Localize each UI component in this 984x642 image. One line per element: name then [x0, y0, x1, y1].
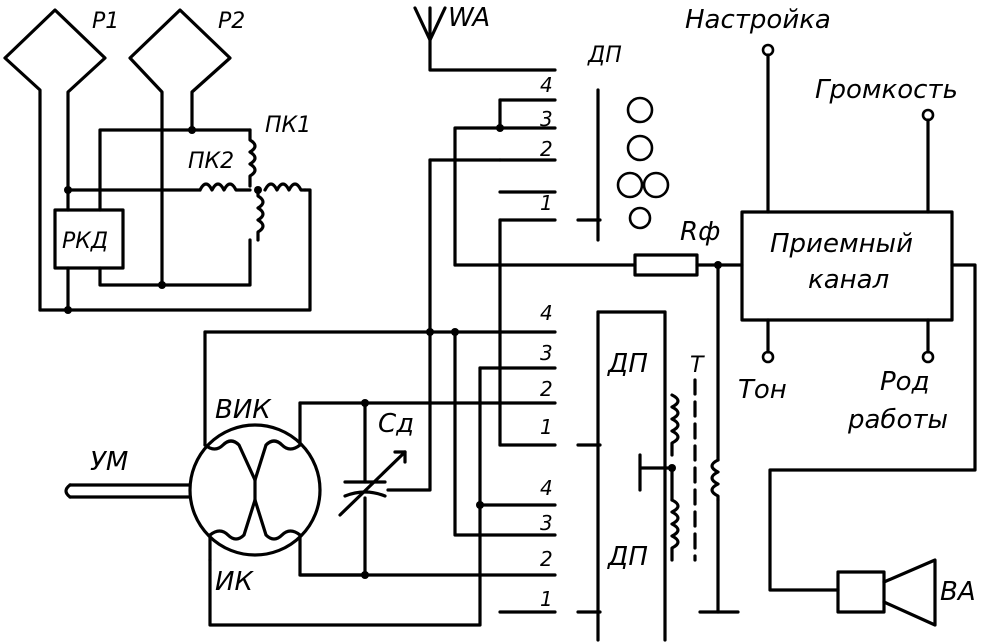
- capacitor-cd: [338, 401, 407, 577]
- transformer-t: [638, 378, 720, 562]
- switch-group-1: [428, 88, 637, 267]
- contact-g1-2: 2: [540, 137, 553, 161]
- contact-g1-1: 1: [540, 191, 553, 215]
- cd-label: Cд: [378, 409, 414, 439]
- rf-label: Rф: [680, 217, 720, 247]
- coil-pk1: [248, 128, 257, 188]
- t-label: T: [690, 353, 705, 378]
- cam-symbol: [616, 96, 670, 230]
- volume-terminal: [921, 108, 935, 122]
- dp-mid-label: ДП: [607, 349, 648, 379]
- ba-label: ВА: [940, 577, 976, 607]
- mode-label-2: работы: [847, 405, 948, 435]
- ik-label: ИК: [215, 567, 254, 597]
- antenna-wa: [413, 6, 557, 72]
- contact-g3-3: 3: [540, 511, 553, 535]
- tone-label: Тон: [738, 375, 787, 405]
- contact-g3-2: 2: [540, 547, 553, 571]
- tone-terminal: [761, 350, 775, 364]
- switch-group-2: [203, 158, 602, 537]
- contact-g2-4: 4: [540, 301, 553, 325]
- p2-label: P2: [218, 9, 245, 34]
- speaker-ba: [836, 558, 937, 627]
- loop-antenna-p1: [3, 8, 107, 312]
- resistor-rf: [633, 253, 744, 277]
- wa-label: WA: [448, 3, 490, 33]
- dp-top-label: ДП: [587, 43, 622, 68]
- mode-terminal: [921, 350, 935, 364]
- loop-antenna-p2: [128, 8, 232, 287]
- contact-g2-1: 1: [540, 415, 553, 439]
- contact-g1-3: 3: [540, 107, 553, 131]
- p1-label: P1: [92, 9, 119, 34]
- receiving-channel-label-1: Приемный: [770, 229, 913, 259]
- rkd-block: [53, 208, 125, 270]
- shaft-um: [64, 483, 192, 499]
- dp-switch-frame: [596, 310, 667, 642]
- receiving-channel-label-2: канал: [808, 265, 889, 295]
- contact-g3-1: 1: [540, 587, 553, 611]
- rkd-label: РКД: [62, 229, 108, 254]
- pk2-label: ПК2: [188, 149, 234, 174]
- contact-g3-4: 4: [540, 476, 553, 500]
- vik-label: ВИК: [215, 395, 272, 425]
- contact-g1-4: 4: [540, 73, 553, 97]
- volume-label: Громкость: [815, 75, 958, 105]
- goniometer-vik: [188, 330, 367, 577]
- pk1-label: ПК1: [265, 113, 311, 138]
- dp-bottom-label: ДП: [607, 542, 648, 572]
- um-label: УМ: [90, 447, 128, 477]
- mode-label-1: Род: [880, 367, 930, 397]
- contact-g2-2: 2: [540, 377, 553, 401]
- coil-pk2: [198, 182, 307, 242]
- tuning-terminal: [761, 43, 775, 57]
- tuning-label: Настройка: [685, 5, 831, 35]
- contact-g2-3: 3: [540, 341, 553, 365]
